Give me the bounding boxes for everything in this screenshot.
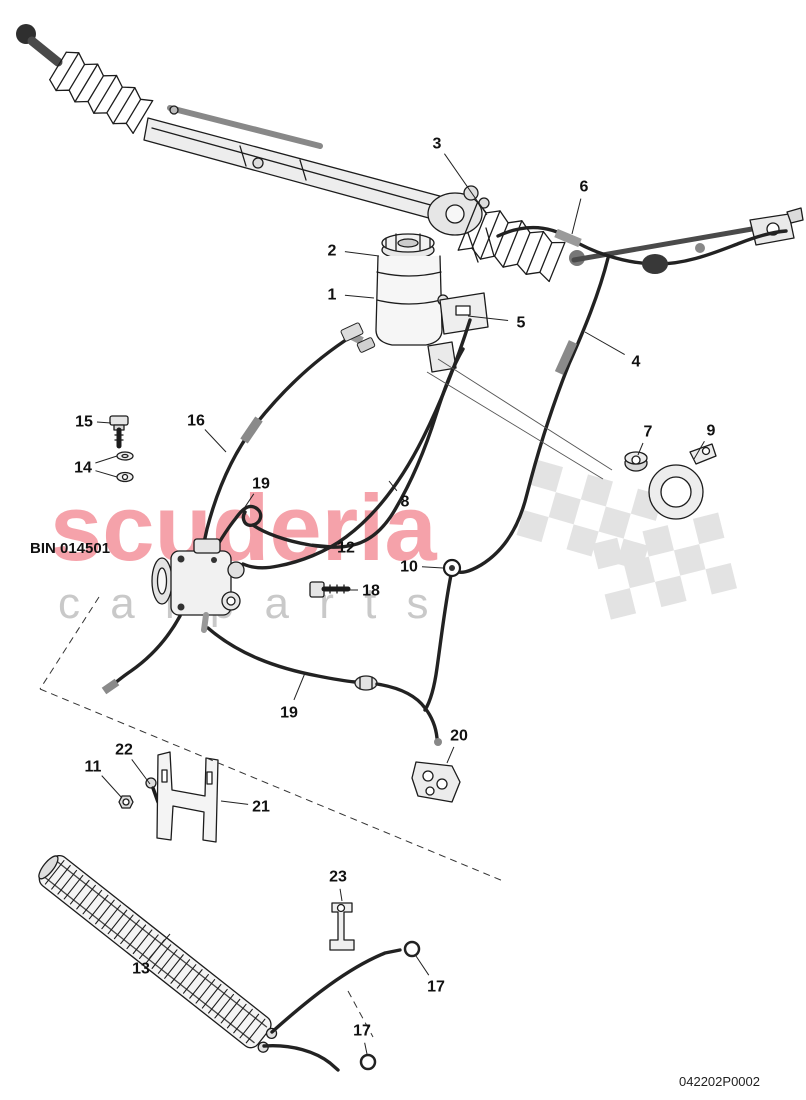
callout-17: 17 [427, 979, 445, 996]
clamp-9 [648, 443, 717, 520]
leader-line-19 [242, 493, 255, 511]
callout-14: 14 [74, 460, 92, 477]
leader-line-6 [571, 198, 582, 235]
part-number: 042202P0002 [679, 1074, 760, 1089]
reservoir [375, 233, 489, 373]
cooler-pipes [262, 940, 421, 1072]
reservoir-body [375, 255, 443, 346]
callout-6: 6 [580, 179, 589, 196]
bin-label: BIN 014501 [30, 540, 110, 557]
leader-line-21 [220, 800, 249, 805]
callout-9: 9 [707, 423, 716, 440]
callout-5: 5 [517, 315, 526, 332]
callout-19: 19 [252, 476, 270, 493]
leader-line-14 [95, 470, 118, 478]
callout-8: 8 [401, 494, 410, 511]
washers-14 [116, 451, 134, 483]
leader-line-12 [311, 543, 334, 547]
leader-line-9 [693, 440, 705, 460]
callout-4: 4 [632, 354, 641, 371]
callout-15: 15 [75, 414, 93, 431]
leader-line-17 [364, 1042, 368, 1055]
leader-line-20 [446, 746, 455, 764]
callout-1: 1 [328, 287, 337, 304]
o-ring-17-upper [403, 940, 421, 958]
leader-line-19 [293, 672, 306, 701]
leader-line-4 [584, 331, 625, 356]
leader-line-17 [415, 955, 430, 976]
callout-22: 22 [115, 742, 133, 759]
nut-7 [624, 451, 648, 472]
callout-21: 21 [252, 799, 270, 816]
callout-7: 7 [644, 424, 653, 441]
left-boot [49, 51, 154, 134]
callout-3: 3 [433, 136, 442, 153]
watermark: scuderia c a r p a r t s [50, 460, 738, 628]
leader-line-23 [339, 888, 343, 902]
bracket-23 [329, 902, 355, 951]
callout-20: 20 [450, 728, 468, 745]
clip-10 [442, 558, 462, 578]
leader-line-3 [444, 153, 488, 216]
bracket-20 [411, 761, 461, 803]
tie-rod-end [16, 24, 63, 67]
leader-line-5 [467, 315, 509, 322]
callout-13: 13 [132, 961, 150, 978]
callout-12: 12 [337, 540, 355, 557]
reservoir-bracket [439, 292, 489, 335]
power-steering-pump [151, 538, 245, 633]
leader-line-10 [421, 566, 444, 569]
nut-11 [118, 795, 134, 809]
watermark-subtitle: c a r p a r t s [58, 579, 438, 628]
assembly-boundary-dashed [39, 596, 504, 1038]
leader-line-2 [344, 251, 380, 257]
callout-19: 19 [280, 705, 298, 722]
leader-line-8 [388, 480, 398, 492]
callout-10: 10 [400, 559, 418, 576]
callout-23: 23 [329, 869, 347, 886]
callout-2: 2 [328, 243, 337, 260]
hose-4 [452, 256, 610, 575]
leader-line-22 [131, 759, 151, 785]
callout-18: 18 [362, 583, 380, 600]
callout-11: 11 [85, 759, 102, 776]
callout-17: 17 [353, 1023, 371, 1040]
leader-line-15 [96, 421, 112, 424]
checkered-flag-icon [516, 460, 738, 620]
bolt-15 [109, 415, 129, 449]
leader-line-11 [101, 775, 123, 799]
tie-rod [569, 207, 804, 266]
leader-line-14 [95, 455, 118, 464]
hose-12 [212, 504, 263, 553]
pointer-lines [426, 358, 613, 480]
bolt-18 [309, 581, 351, 598]
o-ring-17-lower [359, 1053, 377, 1071]
callout-16: 16 [187, 413, 205, 430]
right-boot [457, 201, 566, 283]
leader-line-7 [637, 442, 644, 456]
reservoir-cap [381, 233, 435, 260]
leader-line-1 [344, 294, 375, 299]
leader-line-16 [204, 429, 227, 453]
hose-8 [241, 318, 472, 570]
leader-line-13 [149, 933, 171, 959]
bracket-21 [156, 751, 219, 843]
rack-housing [143, 105, 495, 263]
